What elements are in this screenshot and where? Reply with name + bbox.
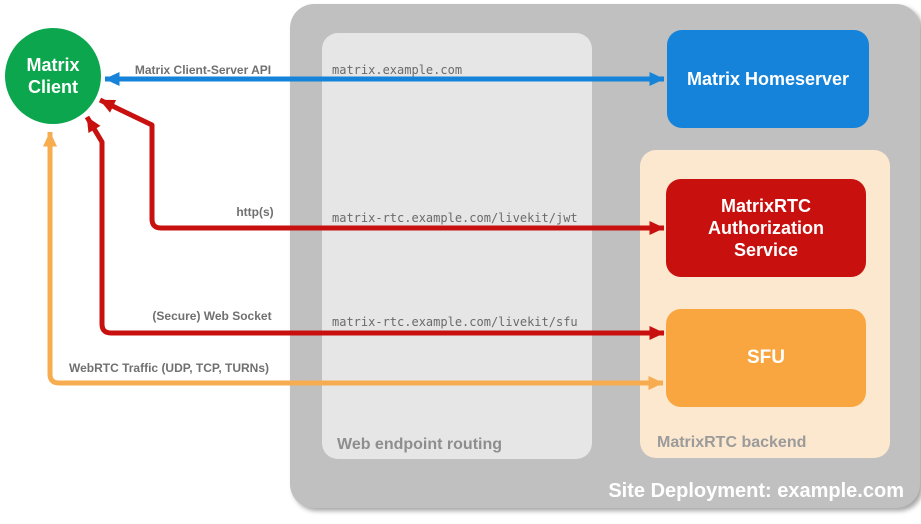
- secure-web-socket-arrow: [84, 115, 665, 340]
- webrtc-traffic-label: WebRTC Traffic (UDP, TCP, TURNs): [68, 361, 270, 375]
- secure-web-socket-label: (Secure) Web Socket: [152, 309, 272, 323]
- sfu-node: SFU: [666, 309, 866, 407]
- site-deployment-label: Site Deployment: example.com: [608, 480, 904, 502]
- endpoint-livekit-sfu: matrix-rtc.example.com/livekit/sfu: [332, 315, 578, 329]
- matrix-homeserver-label: Matrix Homeserver: [686, 68, 850, 89]
- web-endpoint-routing-label: Web endpoint routing: [337, 436, 503, 453]
- client-server-api-label: Matrix Client-Server API: [134, 63, 272, 77]
- webrtc-traffic-arrow: [43, 131, 664, 390]
- matrix-client-label: Matrix Client: [26, 55, 80, 97]
- matrixrtc-backend-label: MatrixRTC backend: [657, 434, 807, 451]
- sfu-label: SFU: [747, 347, 785, 368]
- matrixrtc-auth-service-label: MatrixRTC Authorization Service: [708, 196, 824, 260]
- matrixrtc-auth-service-node: MatrixRTC Authorization Service: [666, 179, 866, 277]
- matrix-homeserver-node: Matrix Homeserver: [667, 30, 869, 128]
- https-label: http(s): [236, 205, 274, 219]
- https-arrow: [98, 97, 665, 235]
- endpoint-matrix-example-com: matrix.example.com: [332, 63, 463, 77]
- endpoint-livekit-jwt: matrix-rtc.example.com/livekit/jwt: [332, 211, 578, 225]
- matrix-client-node: Matrix Client: [5, 28, 101, 124]
